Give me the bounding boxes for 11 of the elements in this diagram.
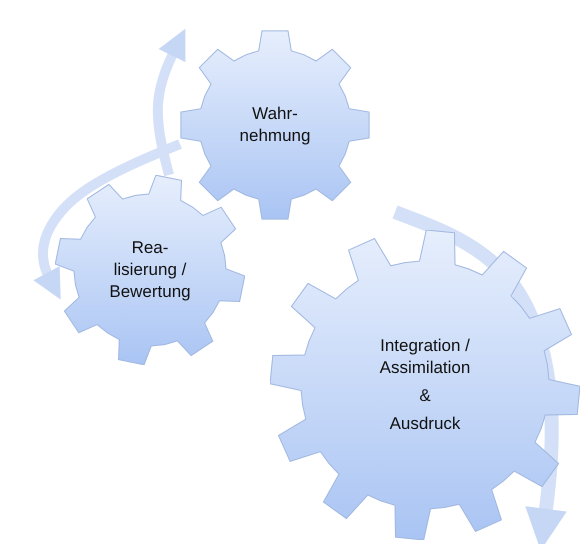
curved-arrow xyxy=(392,205,567,544)
gear-label: Ausdruck xyxy=(390,413,460,436)
gear-shape xyxy=(55,175,245,365)
gear-shape xyxy=(270,230,580,540)
curved-arrow xyxy=(152,28,186,176)
gear-label: Rea- lisierung / Bewertung xyxy=(108,236,192,304)
gear-shape xyxy=(180,30,370,220)
curved-arrow xyxy=(33,139,182,300)
gear-label: Wahr- nehmung xyxy=(238,102,312,147)
gear-label: & xyxy=(419,385,431,407)
gear-label: Integration / Assimilation xyxy=(378,334,472,379)
